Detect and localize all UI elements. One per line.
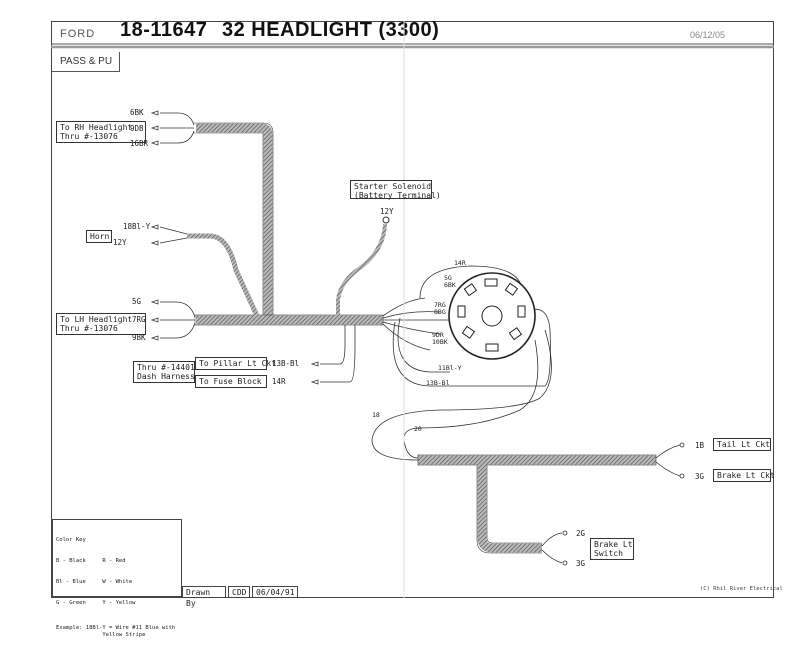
color-key-row: B - Black R - Red	[56, 558, 126, 564]
wire-label: 13B-Bl	[272, 359, 300, 368]
fuse-block-box: To Fuse Block	[195, 375, 267, 388]
wire-label: 1B	[695, 441, 705, 450]
color-key-title: Color Key	[56, 537, 86, 543]
brake-switch-box: Brake Lt Switch	[590, 538, 634, 560]
wire-label: 16BR	[130, 139, 149, 148]
pillar-light-box: To Pillar Lt Ckt	[195, 357, 276, 370]
wire-label: 5G	[132, 297, 142, 306]
drawing-sheet	[51, 21, 774, 598]
tail-light-box: Tail Lt Ckt	[713, 438, 771, 451]
brake-light-box: Brake Lt Ckt	[713, 469, 775, 482]
diagram-title: 32 HEADLIGHT (3300)	[222, 19, 440, 41]
starter-solenoid-box: Starter Solenoid (Battery Terminal)	[350, 180, 441, 200]
wire-label: 11Bl-Y	[438, 364, 462, 372]
main-harness	[196, 123, 273, 320]
color-key-row: G - Green Y - Yellow	[56, 600, 136, 606]
starter-branch	[336, 223, 387, 318]
wire-label: 6BK	[130, 108, 144, 117]
part-number: 18-11647	[120, 19, 208, 41]
drawn-date: 06/04/91	[252, 586, 298, 598]
horn-branch	[187, 233, 261, 320]
wire-label: 7RG	[132, 315, 146, 324]
wire-label: 14R	[454, 259, 466, 267]
wire-label: 5G 6BK	[444, 274, 456, 289]
color-key-example: Example: 18Bl-Y = Wire #11 Blue with Yel…	[56, 625, 176, 638]
wire-label: 3G	[695, 472, 705, 481]
make-label: FORD	[60, 28, 96, 40]
wire-label: 3G	[576, 559, 586, 568]
wiring-diagram	[51, 21, 774, 598]
rh-headlight-box: To RH Headlight Thru #-13076	[56, 121, 146, 143]
vehicle-type-tab: PASS & PU	[52, 52, 120, 72]
wire-label: 12Y	[113, 238, 127, 247]
drawn-by: CDD	[228, 586, 250, 598]
wire-label: 9DB	[130, 124, 144, 133]
wire-label: 2G	[576, 529, 586, 538]
wire-label: 18Bl-Y	[123, 222, 151, 231]
color-key: Color Key B - Black R - Red Bl - Blue W …	[52, 519, 182, 638]
wire-label: 18	[372, 411, 380, 419]
wire-label: 13B-Bl	[426, 379, 450, 387]
copyright-credit: (C) Rhil River Electrical	[700, 586, 783, 592]
headlight-switch	[448, 272, 536, 360]
drawn-by-label: Drawn By	[182, 586, 226, 608]
lh-headlight-box: To LH Headlight Thru #-13076	[56, 313, 146, 335]
horn-box: Horn	[86, 230, 112, 243]
wire-label: 9BK	[132, 333, 146, 342]
wire-label: 20	[414, 425, 422, 433]
wire-label: 14R	[272, 377, 286, 386]
wire-label: 9DR 10BK	[432, 331, 448, 346]
brake-switch-harness	[477, 462, 542, 553]
revision-date: 06/12/05	[690, 30, 726, 40]
wire-label: 7RG 8BG	[434, 301, 446, 316]
wire-label: 12Y	[380, 207, 394, 216]
dash-harness-box: Thru #-14401 Dash Harness	[133, 361, 195, 383]
color-key-row: Bl - Blue W - White	[56, 579, 133, 585]
